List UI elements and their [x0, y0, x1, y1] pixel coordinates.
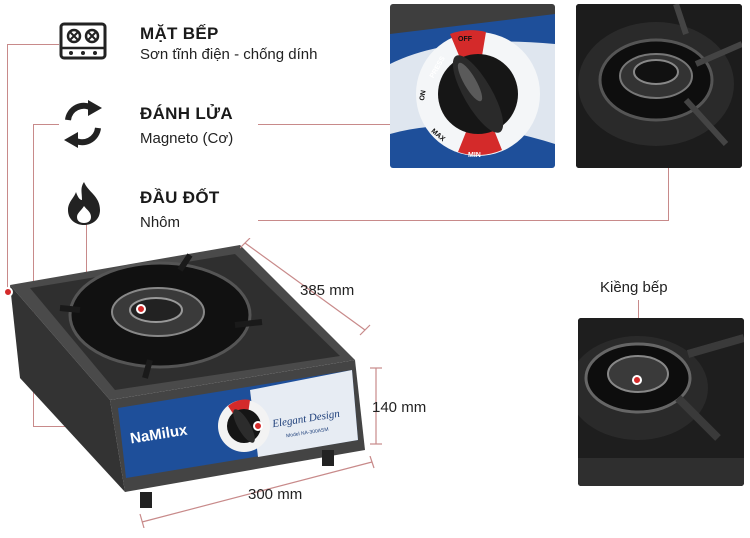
flame-icon — [64, 180, 104, 226]
depth-dimension-line — [239, 237, 375, 338]
height-dimension-label: 140 mm — [372, 399, 427, 416]
cooktop-callout-dot — [3, 287, 13, 297]
knob-closeup-photo: OFF PRESS ON MAX MIN — [390, 4, 555, 168]
leader-ignition — [33, 124, 59, 125]
knob-label-off: OFF — [458, 36, 472, 43]
feature-title-ignition: ĐÁNH LỬA — [140, 104, 233, 123]
leader-ignition-vert — [33, 124, 34, 426]
grate-closeup-photo — [578, 318, 744, 486]
feature-title-burner: ĐẦU ĐỐT — [140, 188, 220, 207]
cooktop-icon — [59, 22, 107, 62]
knob-label-min: MIN — [468, 152, 481, 159]
depth-dimension-label: 385 mm — [300, 282, 355, 299]
grate-callout-label: Kiềng bếp — [600, 279, 668, 296]
ignition-cycle-icon — [62, 98, 104, 150]
feature-subtitle-burner: Nhôm — [140, 214, 181, 231]
grate-callout-dot — [632, 375, 642, 385]
leader-burner-up — [668, 168, 669, 221]
leader-cooktop — [7, 44, 59, 45]
height-dimension-line — [370, 366, 382, 446]
width-dimension-line — [138, 455, 378, 529]
burner-closeup-photo — [576, 4, 742, 168]
burner-callout-dot — [136, 304, 146, 314]
knob-callout-dot — [253, 421, 263, 431]
feature-subtitle-ignition: Magneto (Cơ) — [140, 130, 234, 147]
gas-stove-product: NaMilux Elegant Design Model NA-300ASM — [0, 230, 380, 530]
feature-title-cooktop: MẶT BẾP — [140, 24, 219, 43]
leader-burner-right — [258, 220, 668, 221]
width-dimension-label: 300 mm — [248, 486, 303, 503]
feature-subtitle-cooktop: Sơn tĩnh điện - chống dính — [140, 46, 318, 63]
leader-burner — [86, 212, 87, 309]
leader-cooktop-vert — [7, 44, 8, 292]
leader-ignition-right — [258, 124, 390, 125]
